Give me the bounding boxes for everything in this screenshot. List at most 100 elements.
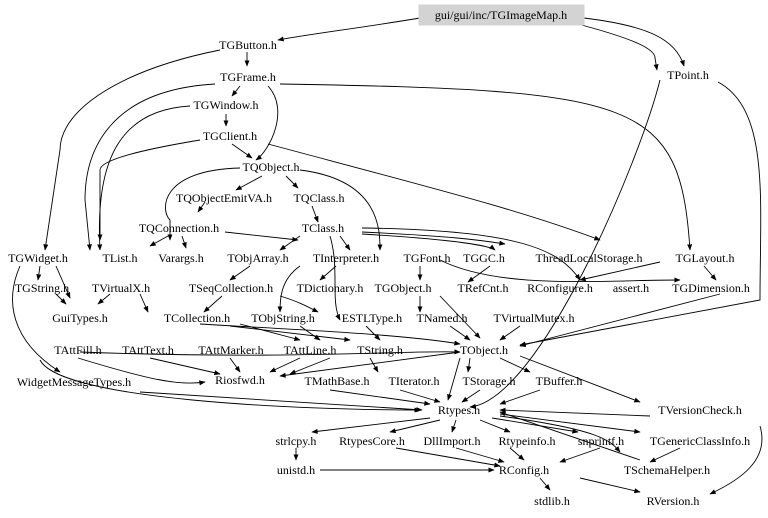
edge — [149, 357, 221, 376]
node-tseqcollection[interactable]: TSeqCollection.h — [189, 281, 273, 295]
edge — [389, 419, 441, 434]
node-snprintf[interactable]: snprintf.h — [578, 434, 624, 448]
node-threadlocalstorage[interactable]: ThreadLocalStorage.h — [536, 251, 643, 265]
node-tcollection[interactable]: TCollection.h — [164, 311, 230, 325]
node-tgenericclassinfo[interactable]: TGenericClassInfo.h — [650, 434, 750, 448]
node-tlist[interactable]: TList.h — [103, 251, 138, 265]
node-tgclient[interactable]: TGClient.h — [203, 129, 257, 143]
node-tinterpreter[interactable]: TInterpreter.h — [313, 251, 379, 265]
edge — [97, 293, 111, 305]
edge — [499, 415, 621, 453]
node-tclass[interactable]: TClass.h — [302, 221, 344, 235]
node-tvirtualx[interactable]: TVirtualX.h — [92, 281, 150, 295]
node-tversioncheck[interactable]: TVersionCheck.h — [658, 403, 742, 417]
edge — [229, 265, 251, 281]
edge — [499, 413, 641, 434]
edge — [12, 265, 61, 373]
edge — [509, 447, 525, 461]
edge — [499, 325, 521, 341]
edge — [461, 389, 481, 403]
node-rtypescore[interactable]: RtypesCore.h — [339, 434, 405, 448]
node-tnamed[interactable]: TNamed.h — [417, 311, 468, 325]
edge — [439, 259, 681, 283]
node-tqconnection[interactable]: TQConnection.h — [139, 221, 219, 235]
node-tatttext[interactable]: TAttText.h — [122, 343, 174, 357]
node-riosfwd[interactable]: Riosfwd.h — [215, 373, 265, 387]
node-stdlib[interactable]: stdlib.h — [534, 494, 570, 508]
node-widgetmessagetypes[interactable]: WidgetMessageTypes.h — [17, 375, 131, 389]
edge — [55, 265, 71, 299]
node-tgdimension[interactable]: TGDimension.h — [672, 281, 750, 295]
node-dllimport[interactable]: DllImport.h — [424, 434, 481, 448]
node-tqobjectemitva[interactable]: TQObjectEmitVA.h — [176, 191, 272, 205]
node-tvirtualmutex[interactable]: TVirtualMutex.h — [494, 311, 575, 325]
edge — [197, 201, 206, 213]
node-tattmarker[interactable]: TAttMarker.h — [198, 343, 263, 357]
node-tobjarray[interactable]: TObjArray.h — [227, 251, 288, 265]
edge — [279, 235, 301, 251]
edge — [311, 417, 431, 434]
node-rtypes[interactable]: Rtypes.h — [438, 403, 480, 417]
node-tqobject[interactable]: TQObject.h — [243, 160, 300, 174]
edge — [449, 325, 471, 341]
node-titerator[interactable]: TIterator.h — [389, 374, 440, 388]
node-tgfont[interactable]: TGFont.h — [403, 251, 450, 265]
node-strlcpy[interactable]: strlcpy.h — [276, 434, 317, 448]
node-varargs[interactable]: Varargs.h — [158, 251, 203, 265]
node-tmathbase[interactable]: TMathBase.h — [305, 374, 370, 388]
node-tbuffer[interactable]: TBuffer.h — [536, 374, 583, 388]
edge — [289, 357, 331, 375]
node-rversion[interactable]: RVersion.h — [647, 494, 700, 508]
edge — [231, 143, 253, 159]
node-tglayout[interactable]: TGLayout.h — [676, 251, 735, 265]
node-tqclass[interactable]: TQClass.h — [294, 191, 345, 205]
edge — [77, 357, 206, 386]
node-tgwidget[interactable]: TGWidget.h — [8, 251, 68, 265]
edge — [199, 323, 461, 346]
edge — [583, 17, 685, 67]
edge — [703, 265, 717, 281]
edge — [269, 357, 301, 373]
edge — [39, 359, 421, 413]
node-unistd[interactable]: unistd.h — [277, 463, 315, 477]
node-tgbutton[interactable]: TGButton.h — [219, 38, 277, 52]
node-tstring[interactable]: TString.h — [357, 343, 403, 357]
edge — [43, 49, 221, 251]
node-tobject[interactable]: TObject.h — [460, 343, 508, 357]
node-rconfigure[interactable]: RConfigure.h — [527, 281, 593, 295]
node-tobjstring[interactable]: TObjString.h — [251, 311, 314, 325]
node-tgstring[interactable]: TGString.h — [15, 281, 69, 295]
node-tattline[interactable]: TAttLine.h — [284, 343, 337, 357]
node-tattfill[interactable]: TAttFill.h — [54, 343, 101, 357]
node-tgframe[interactable]: TGFrame.h — [220, 70, 276, 84]
edge — [339, 235, 351, 251]
edge — [329, 389, 431, 406]
node-rtypeinfo[interactable]: Rtypeinfo.h — [499, 434, 556, 448]
edge — [139, 293, 149, 313]
edge — [519, 293, 721, 348]
node-guitypes[interactable]: GuiTypes.h — [52, 311, 108, 325]
node-assert[interactable]: assert.h — [613, 281, 649, 295]
edge — [239, 323, 301, 341]
node-tstorage[interactable]: TStorage.h — [463, 374, 516, 388]
root-node[interactable]: gui/gui/inc/TGImageMap.h — [435, 8, 567, 22]
edge — [559, 447, 601, 463]
edge — [299, 169, 383, 251]
node-estltype[interactable]: ESTLType.h — [342, 311, 402, 325]
node-tggc[interactable]: TGGC.h — [463, 251, 505, 265]
edge — [499, 357, 531, 373]
node-tgwindow[interactable]: TGWindow.h — [193, 98, 258, 112]
node-rconfig[interactable]: RConfig.h — [499, 463, 549, 477]
node-tschemahelper[interactable]: TSchemaHelper.h — [624, 463, 710, 477]
node-tdictionary[interactable]: TDictionary.h — [297, 281, 364, 295]
edge — [229, 357, 241, 373]
node-tpoint[interactable]: TPoint.h — [667, 68, 709, 82]
node-tgobject[interactable]: TGObject.h — [375, 281, 432, 295]
edge — [285, 175, 299, 189]
edge — [499, 411, 641, 461]
node-trefcnt[interactable]: TRefCnt.h — [458, 281, 509, 295]
edge — [579, 477, 641, 494]
edge — [466, 357, 472, 373]
edge — [569, 21, 659, 71]
